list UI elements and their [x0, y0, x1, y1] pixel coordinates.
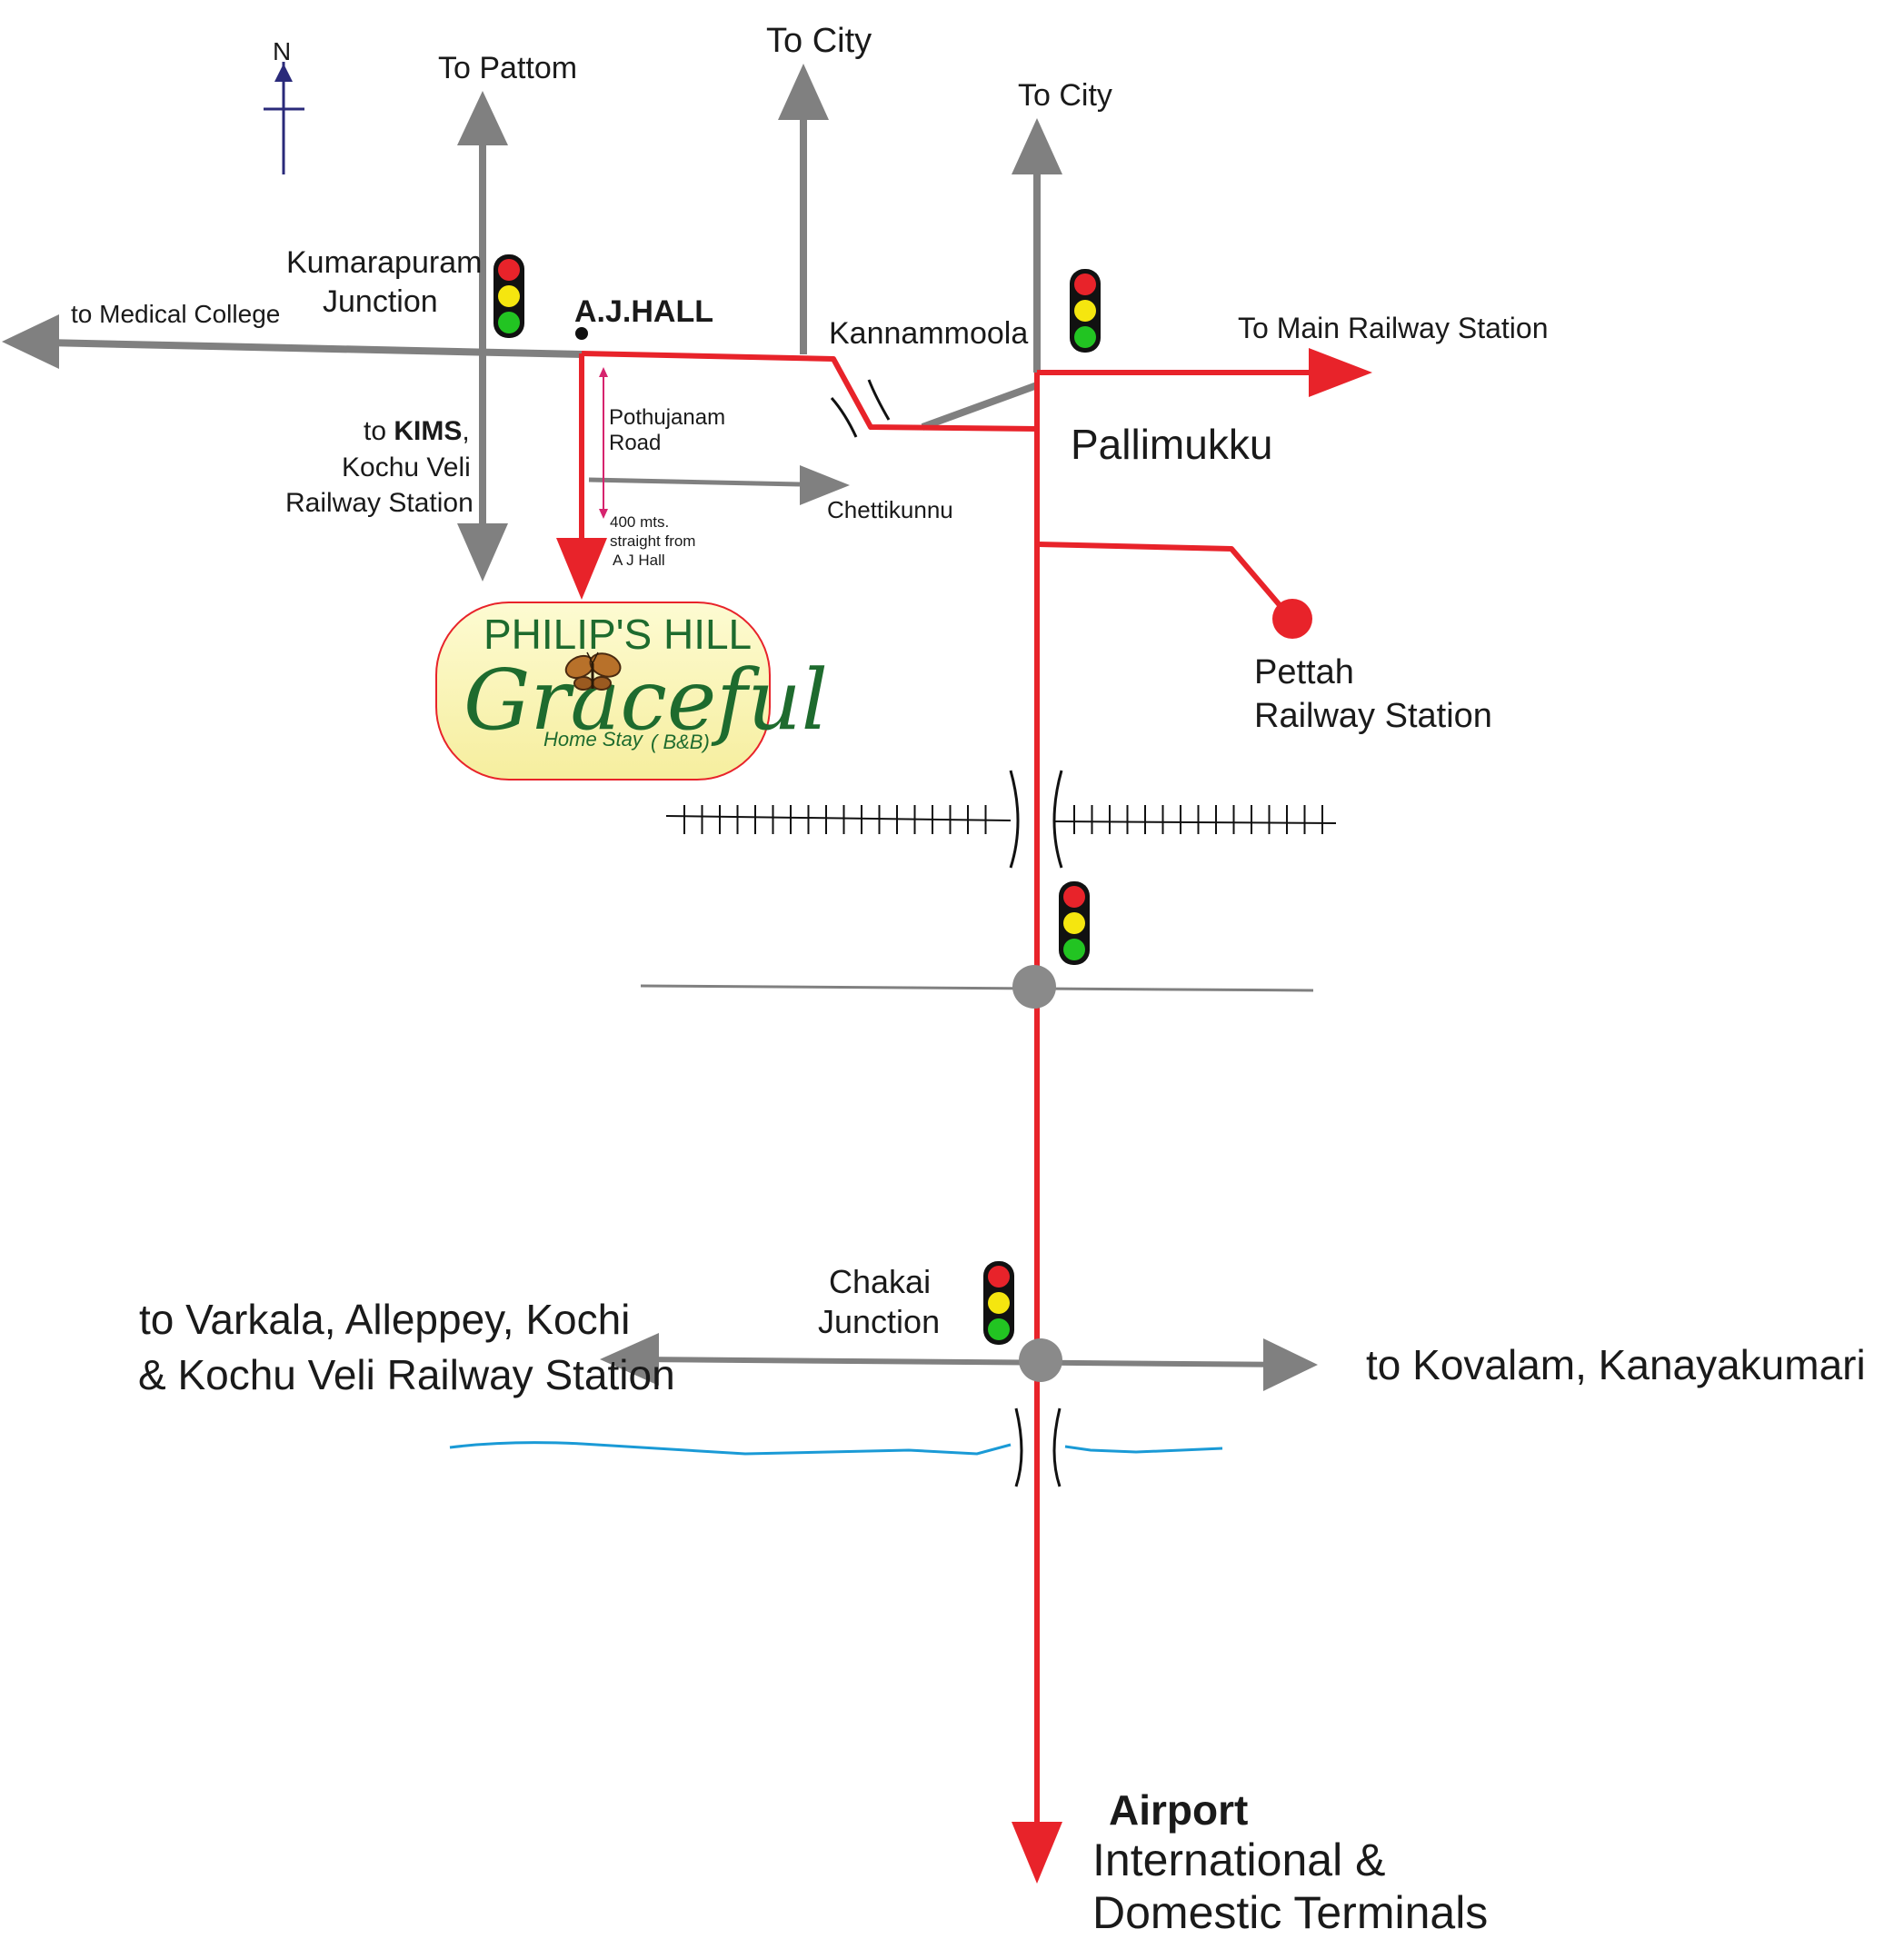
red-arrowheads: [556, 348, 1372, 1884]
river: [449, 1441, 1223, 1456]
arrow-to-chettikunnu-icon: [800, 465, 850, 505]
arrow-to-airport-icon: [1012, 1822, 1062, 1884]
label-chakai-junction: Junction: [818, 1303, 940, 1340]
label-chettikunnu: Chettikunnu: [827, 496, 953, 523]
label-to-varkala: to Varkala, Alleppey, Kochi: [139, 1296, 630, 1343]
arrow-to-medical-college-icon: [2, 314, 59, 369]
arrow-to-kovalam-icon: [1263, 1338, 1318, 1391]
label-to-main-railway: To Main Railway Station: [1238, 312, 1548, 344]
arrow-to-kims-icon: [457, 523, 508, 582]
label-domestic-terminals: Domestic Terminals: [1092, 1887, 1488, 1938]
brand-homestay-line: Home Stay: [543, 728, 644, 751]
label-to-city-1: To City: [766, 22, 872, 60]
road-to-chettikunnu: [588, 477, 801, 487]
label-railway-station: Railway Station: [285, 488, 474, 518]
label-kumarapuram: Kumarapuram: [286, 245, 482, 280]
label-kochu-veli-railway: & Kochu Veli Railway Station: [138, 1351, 675, 1398]
label-distance-1: 400 mts.: [610, 513, 669, 531]
homestay-badge: PHILIP'S HILL Graceful Home Stay ( B&B): [435, 602, 828, 781]
pettah-station-marker: [1272, 599, 1312, 639]
arrow-to-varkala-icon: [600, 1333, 659, 1386]
arrow-to-pattom-icon: [457, 91, 508, 145]
traffic-signal-chakai-icon: [983, 1261, 1014, 1345]
distance-indicator-icon: [599, 367, 608, 519]
gray-arrowheads: [2, 64, 1318, 1391]
north-compass-icon: [264, 62, 304, 174]
label-aj-hall: A.J.HALL: [574, 294, 713, 329]
label-pothujanam: Pothujanam: [609, 405, 725, 430]
label-pettah-railway-station: Railway Station: [1254, 697, 1492, 735]
traffic-signal-pallimukku-icon: [1070, 269, 1101, 353]
road-to-medical-college: [45, 339, 583, 358]
kannammoola-bridge-icon: [830, 379, 891, 438]
label-pothujanam-road: Road: [609, 431, 661, 455]
cross-road: [640, 984, 1314, 992]
road-chakai-junction: [635, 1357, 1296, 1367]
label-to-medical-college: to Medical College: [71, 300, 280, 328]
label-airport: Airport: [1109, 1786, 1248, 1834]
arrow-to-city-1-icon: [778, 64, 829, 120]
roundabout-junction: [1012, 965, 1056, 1009]
arrow-to-homestay-icon: [556, 538, 607, 600]
label-kumarapuram-junction: Junction: [323, 284, 438, 319]
label-pettah: Pettah: [1254, 653, 1354, 691]
red-route: [579, 351, 1318, 1826]
route-aj-hall-to-pallimukku: [581, 351, 1038, 432]
label-kochu-veli: Kochu Veli: [342, 452, 471, 482]
compass-north-label: N: [273, 37, 291, 65]
chakai-junction-roundabout: [1019, 1338, 1062, 1382]
brand-bnb-line: ( B&B): [651, 731, 710, 753]
label-pallimukku: Pallimukku: [1071, 421, 1272, 468]
label-chakai: Chakai: [829, 1263, 931, 1300]
route-to-pettah: [1036, 542, 1293, 620]
road-kannammoola-diagonal: [921, 382, 1039, 431]
arrow-to-main-railway-icon: [1309, 348, 1372, 397]
traffic-signal-roundabout-icon: [1059, 881, 1090, 965]
railway-track-icon: [665, 770, 1337, 869]
label-to-kims: to KIMS,: [364, 416, 470, 446]
label-kannammoola: Kannammoola: [829, 316, 1028, 351]
gray-roads: [45, 114, 1314, 1367]
butterfly-icon: [564, 651, 622, 691]
label-distance-2: straight from: [610, 532, 695, 550]
arrow-to-city-2-icon: [1012, 118, 1062, 174]
traffic-signal-kumarapuram-icon: [493, 254, 524, 338]
label-distance-3: A J Hall: [613, 552, 665, 569]
label-to-kovalam: to Kovalam, Kanayakumari: [1366, 1341, 1866, 1388]
brand-script-line: Graceful: [464, 651, 828, 749]
brand-name-line: PHILIP'S HILL: [483, 611, 752, 658]
river-bridge-icon: [1014, 1407, 1062, 1487]
label-to-pattom: To Pattom: [438, 51, 577, 85]
aj-hall-marker: [575, 327, 588, 340]
label-to-city-2: To City: [1018, 78, 1112, 113]
label-international: International &: [1092, 1835, 1385, 1885]
